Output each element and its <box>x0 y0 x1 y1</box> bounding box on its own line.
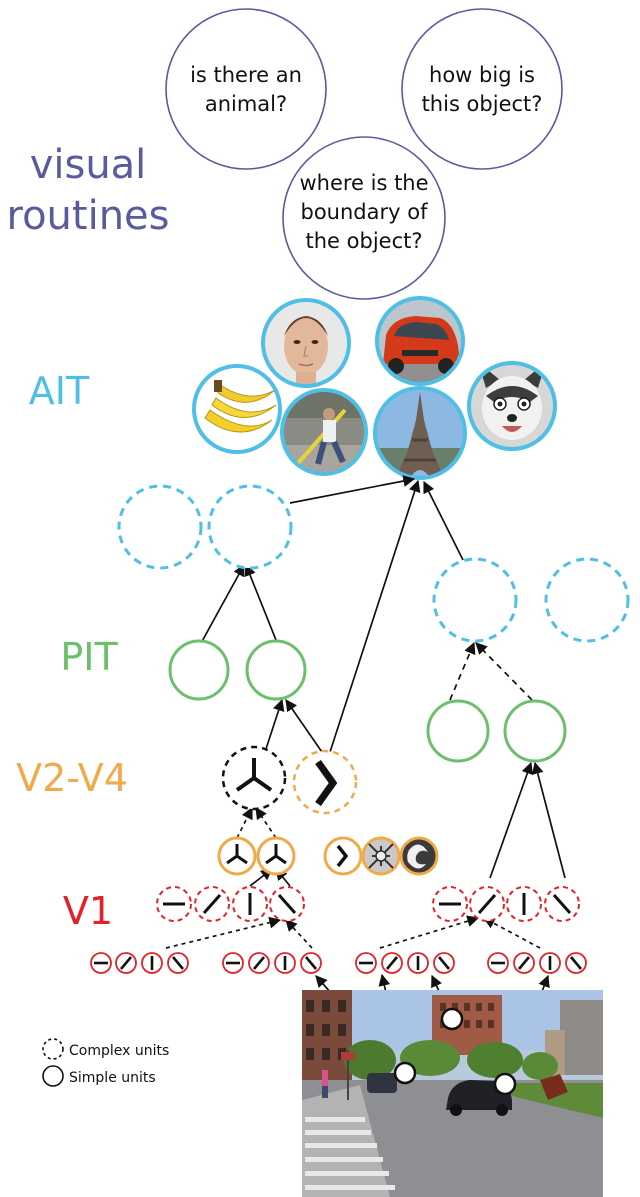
level-label-pit: PIT <box>60 635 118 679</box>
arrow-pit-right-to-eiffel <box>423 480 464 561</box>
question-circle-boundary <box>282 136 446 300</box>
legend-complex-swatch <box>42 1038 64 1060</box>
arrow-v4-to-eiffel <box>329 479 421 753</box>
image-sample-points <box>393 1007 517 1096</box>
question-animal-line1: is there an <box>190 63 302 87</box>
legend: Complex units Simple units <box>42 1038 169 1087</box>
pit-simple-units <box>168 639 567 763</box>
v4-complex-unit-triad <box>221 745 287 811</box>
v1-complex-units-right <box>432 886 580 922</box>
question-size-line1: how big is <box>429 63 535 87</box>
question-circle-size <box>401 8 563 170</box>
level-label-v24: V2-V4 <box>16 756 128 800</box>
visual-routines-title-line1: visual <box>30 142 147 188</box>
ait-image-dog <box>467 361 557 451</box>
v2-simple-units <box>217 836 439 876</box>
ait-image-banana <box>192 364 282 454</box>
ait-image-car <box>375 296 465 386</box>
ait-image-walking-person <box>280 388 368 476</box>
arrow-ait-left-to-eiffel <box>289 475 416 504</box>
question-circle-animal <box>165 8 327 170</box>
question-size-line2: this object? <box>422 92 543 116</box>
v1-complex-units-left <box>156 886 305 922</box>
level-label-v1: V1 <box>63 889 113 933</box>
v1-simple-unit-bars <box>94 956 582 970</box>
v4-complex-unit-curve <box>292 749 358 815</box>
level-label-ait: AIT <box>29 369 90 413</box>
ait-image-eiffel-tower <box>373 386 467 480</box>
legend-complex-label: Complex units <box>69 1043 169 1059</box>
question-boundary-line2: boundary of <box>301 200 429 224</box>
question-boundary-line1: where is the <box>299 171 428 195</box>
legend-simple-label: Simple units <box>69 1070 156 1086</box>
visual-routines-title-line2: routines <box>7 193 170 239</box>
question-boundary-line3: the object? <box>306 229 423 253</box>
legend-simple-swatch <box>42 1065 64 1087</box>
v1-simple-units <box>90 952 587 974</box>
ait-image-face <box>261 298 351 388</box>
ait-complex-units <box>117 484 630 643</box>
question-animal-line2: animal? <box>205 92 287 116</box>
